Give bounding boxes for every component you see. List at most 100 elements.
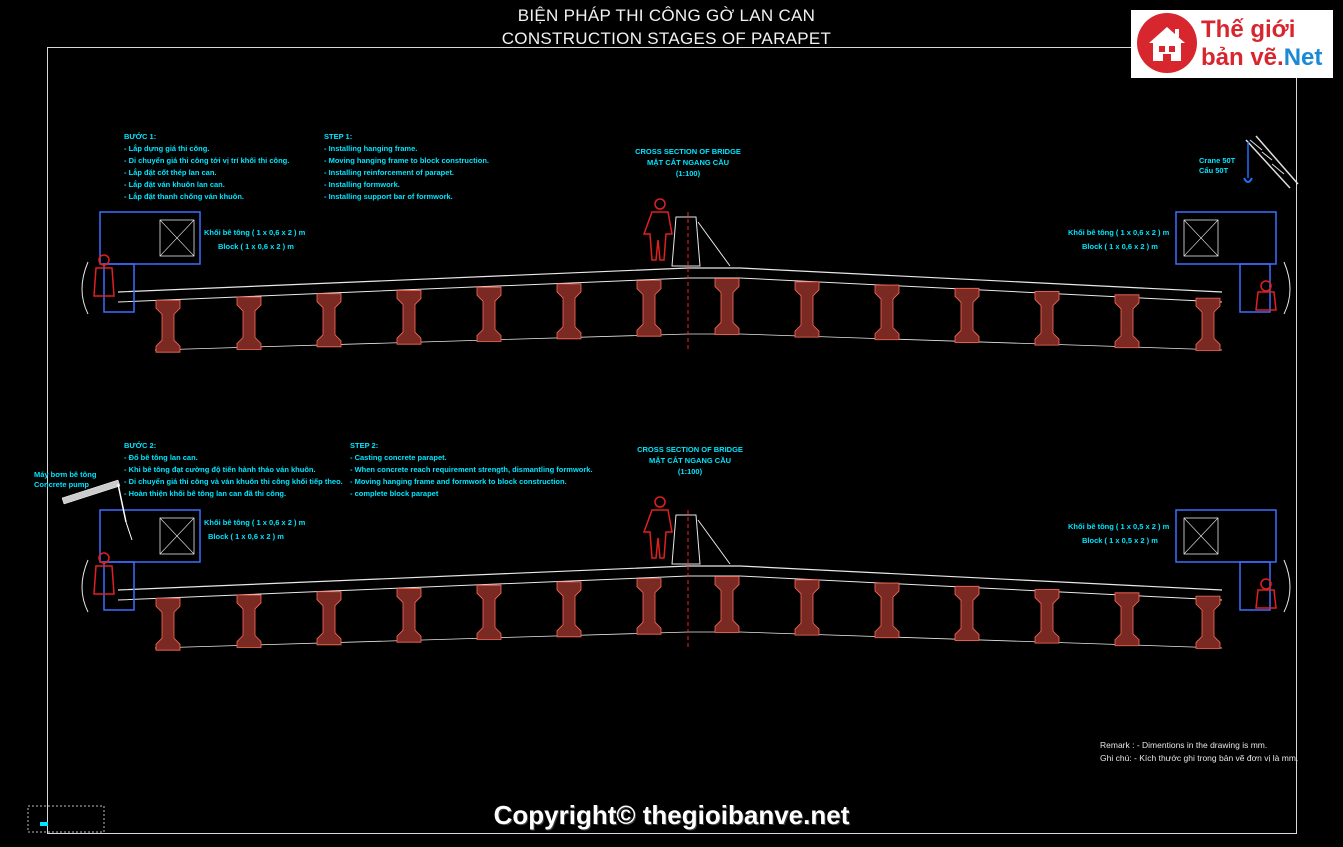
stage2-block-left: Khối bê tông ( 1 x 0,6 x 2 ) m Block ( 1… — [204, 516, 305, 544]
girder — [1114, 294, 1140, 349]
girder — [794, 579, 820, 636]
right-block — [1183, 219, 1219, 257]
right-hanging-frame — [1175, 509, 1277, 563]
right-hanging-leg — [1239, 263, 1271, 313]
pump-label-en: Concrete pump — [34, 480, 90, 489]
crane-label: Crane 50T Cẩu 50T — [1199, 156, 1235, 176]
stage1-vi-step: - Lắp đặt cốt thép lan can. — [124, 168, 217, 177]
section-title-en: CROSS SECTION OF BRIDGE — [637, 445, 743, 454]
stage2-vi-step: - Đổ bê tông lan can. — [124, 453, 198, 462]
worker-body — [642, 509, 673, 559]
deck-bottom — [117, 575, 1223, 601]
girder — [476, 286, 502, 342]
girder — [316, 293, 342, 348]
girder — [396, 588, 422, 643]
left-worker-body — [93, 565, 115, 595]
right-block — [1183, 517, 1219, 555]
right-worker-body — [1255, 291, 1277, 311]
section-title-vi: MẶT CẮT NGANG CẦU — [646, 158, 730, 167]
left-hanging-frame — [99, 211, 201, 265]
title-vi: BIỆN PHÁP THI CÔNG GỜ LAN CAN — [517, 6, 816, 25]
section-title-en: CROSS SECTION OF BRIDGE — [635, 147, 741, 156]
remark-vi: Ghi chú: - Kích thước ghi trong bản vẽ đ… — [1100, 753, 1299, 763]
stage1-vi-step: - Di chuyển giá thi công tới vị trí khối… — [124, 156, 290, 165]
worker-body — [642, 211, 673, 261]
girder-baseline — [154, 333, 1223, 351]
girder — [874, 284, 900, 341]
girder — [794, 281, 820, 338]
girder — [236, 296, 262, 350]
stage2-en-heading: STEP 2: — [350, 441, 379, 450]
girder — [874, 582, 900, 639]
left-worker-body — [93, 267, 115, 297]
deck-top — [117, 267, 1223, 293]
logo-line2: bản vẽ.Net — [1201, 44, 1323, 71]
logo: Thế giới bản vẽ.Net — [1131, 10, 1333, 78]
bridge-section-2 — [81, 496, 1291, 651]
girder — [396, 290, 422, 345]
block-label-en: Block ( 1 x 0,6 x 2 ) m — [208, 532, 284, 541]
copyright-watermark: Copyright© thegioibanve.net — [493, 800, 850, 830]
left-worker-head — [98, 254, 110, 266]
girder — [1195, 297, 1221, 351]
right-worker-head — [1260, 280, 1272, 292]
girder — [636, 578, 662, 635]
girder — [316, 591, 342, 646]
house-icon — [1137, 13, 1197, 73]
crane-label-vi: Cẩu 50T — [1199, 166, 1229, 175]
girder — [636, 280, 662, 337]
left-hanging-leg — [103, 263, 135, 313]
stage2-vi-heading: BƯỚC 2: — [124, 441, 157, 450]
right-edge-curve — [1283, 559, 1291, 613]
right-edge-curve — [1283, 261, 1291, 315]
stage1-vi-step: - Lắp đặt thanh chống ván khuôn. — [124, 192, 244, 201]
block-label-vi: Khối bê tông ( 1 x 0,6 x 2 ) m — [204, 228, 306, 237]
concrete-pump-symbol — [61, 479, 133, 541]
center-parapet — [671, 514, 701, 565]
crane-label-en: Crane 50T — [1199, 156, 1236, 165]
formwork-brace — [697, 519, 731, 565]
girder — [1034, 291, 1060, 346]
stage1-en-step: - Installing hanging frame. — [324, 144, 418, 153]
stage2-en-notes: STEP 2: - Casting concrete parapet. - Wh… — [350, 440, 593, 500]
right-block-diag — [1183, 517, 1219, 555]
stage1-en-step: - Installing support bar of formwork. — [324, 192, 453, 201]
stage2-vi-step: - Di chuyển giá thi công và ván khuôn th… — [124, 477, 343, 486]
stage2-vi-step: - Khi bê tông đạt cường độ tiến hành thá… — [124, 465, 316, 474]
pump-label: Máy bơm bê tông Concrete pump — [34, 470, 96, 490]
bridge-section-1 — [81, 198, 1291, 353]
stage1-vi-step: - Lắp dựng giá thi công. — [124, 144, 210, 153]
stage1-block-right: Khối bê tông ( 1 x 0,6 x 2 ) m Block ( 1… — [1068, 226, 1169, 254]
stage2-block-right: Khối bê tông ( 1 x 0,5 x 2 ) m Block ( 1… — [1068, 520, 1169, 548]
stage1-section-label: CROSS SECTION OF BRIDGE MẶT CẮT NGANG CẦ… — [618, 146, 758, 179]
girder — [714, 278, 740, 335]
left-edge-curve — [81, 559, 89, 613]
right-worker-body — [1255, 589, 1277, 609]
deck-top — [117, 565, 1223, 591]
right-hanging-leg — [1239, 561, 1271, 611]
stage2-vi-notes: BƯỚC 2: - Đổ bê tông lan can. - Khi bê t… — [124, 440, 343, 500]
stage1-block-left: Khối bê tông ( 1 x 0,6 x 2 ) m Block ( 1… — [204, 226, 305, 254]
worker-head — [654, 198, 666, 210]
girder — [1195, 595, 1221, 649]
block-label-en: Block ( 1 x 0,5 x 2 ) m — [1082, 536, 1158, 545]
left-hanging-leg — [103, 561, 135, 611]
center-parapet — [671, 216, 701, 267]
stage2-en-step: - When concrete reach requirement streng… — [350, 465, 593, 474]
girder — [1034, 589, 1060, 644]
left-worker-head — [98, 552, 110, 564]
left-block — [159, 219, 195, 257]
girder — [954, 287, 980, 343]
stage2-en-step: - Casting concrete parapet. — [350, 453, 447, 462]
girder — [556, 581, 582, 638]
block-label-en: Block ( 1 x 0,6 x 2 ) m — [1082, 242, 1158, 251]
block-label-en: Block ( 1 x 0,6 x 2 ) m — [218, 242, 294, 251]
formwork-brace — [697, 221, 731, 267]
right-block-diag — [1183, 219, 1219, 257]
section-title-vi: MẶT CẮT NGANG CẦU — [648, 456, 732, 465]
girder — [155, 299, 181, 353]
corner-legend — [27, 805, 105, 833]
block-label-vi: Khối bê tông ( 1 x 0,6 x 2 ) m — [1068, 228, 1170, 237]
girder — [1114, 592, 1140, 647]
